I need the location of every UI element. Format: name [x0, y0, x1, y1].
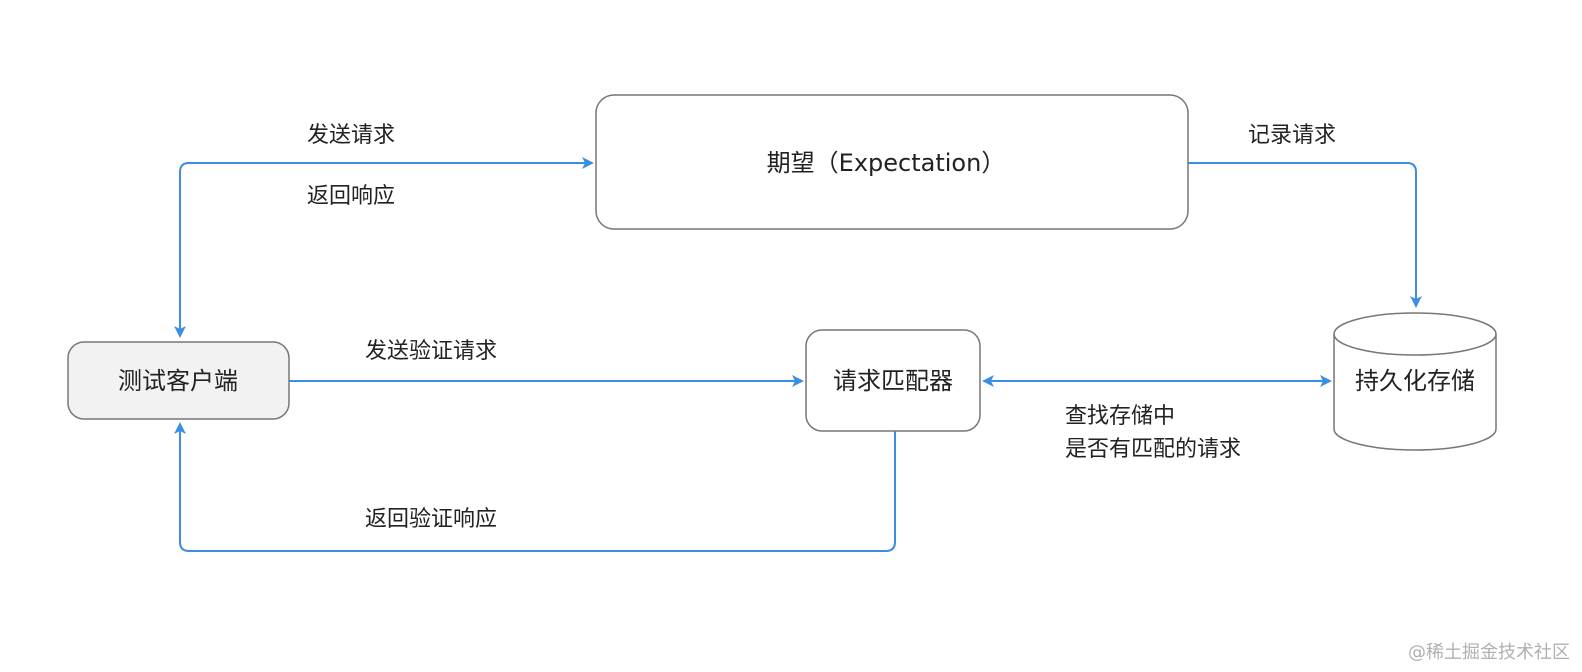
edge-matcher-client	[174, 422, 896, 552]
edge-expectation-storage	[1188, 162, 1422, 308]
send-request-label: 发送请求	[307, 123, 395, 148]
edge-client-expectation	[174, 157, 594, 338]
storage-cylinder-body	[1333, 334, 1497, 451]
return-verify-response-label: 返回验证响应	[365, 507, 497, 532]
test-client-node: 测试客户端	[67, 341, 290, 420]
storage-cylinder-top	[1333, 312, 1497, 356]
lookup-label-line2: 是否有匹配的请求	[1065, 437, 1241, 462]
request-matcher-label: 请求匹配器	[833, 367, 953, 395]
return-response-label: 返回响应	[307, 184, 395, 209]
test-client-label: 测试客户端	[118, 367, 238, 395]
persistent-storage-label: 持久化存储	[1355, 367, 1475, 395]
persistent-storage-node: 持久化存储	[1333, 312, 1497, 451]
record-request-label: 记录请求	[1248, 123, 1336, 148]
expectation-node: 期望（Expectation）	[595, 94, 1189, 230]
expectation-label: 期望（Expectation）	[767, 149, 1006, 177]
lookup-label-line1: 查找存储中	[1065, 404, 1175, 429]
watermark: @稀土掘金技术社区	[1408, 642, 1570, 663]
request-matcher-node: 请求匹配器	[805, 329, 981, 432]
send-verify-request-label: 发送验证请求	[365, 339, 497, 364]
